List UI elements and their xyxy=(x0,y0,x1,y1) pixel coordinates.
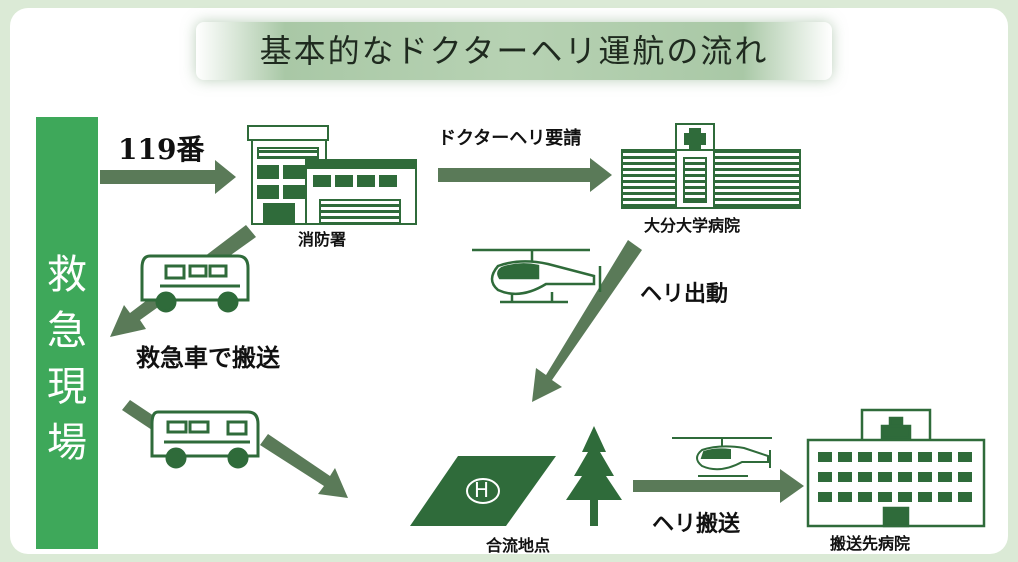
call-arrow xyxy=(100,160,236,194)
destination-hospital-icon xyxy=(806,408,986,528)
heli-transport-label: ヘリ搬送 xyxy=(652,511,741,537)
destination-hospital-label: 搬送先病院 xyxy=(830,534,911,553)
rendezvous-label: 合流地点 xyxy=(486,536,551,555)
university-hospital-label: 大分大学病院 xyxy=(644,216,741,235)
helipad-icon xyxy=(410,456,556,526)
dispatch-arrow xyxy=(532,240,642,402)
ambulance-icon xyxy=(140,254,250,313)
call-119-label: 119番 xyxy=(118,133,205,166)
fire-station-label: 消防署 xyxy=(298,230,347,249)
emergency-scene-bar xyxy=(36,117,98,549)
tree-icon xyxy=(566,426,622,526)
title-banner xyxy=(196,22,832,80)
request-label: ドクターヘリ要請 xyxy=(438,128,582,149)
dispatch-label: ヘリ出動 xyxy=(640,281,729,307)
helipad-h-symbol: H xyxy=(474,478,490,502)
request-arrow xyxy=(438,158,612,192)
scene-char-1: 救 xyxy=(47,252,87,298)
scene-char-2: 急 xyxy=(47,308,87,354)
ambulance-to-rendezvous-arrow xyxy=(122,400,348,498)
fire-station-icon xyxy=(247,125,417,225)
diagram-title: 基本的なドクターヘリ運航の流れ xyxy=(259,32,769,70)
heli-transport-arrow xyxy=(633,469,804,503)
ambulance-icon-lower xyxy=(150,410,260,469)
scene-char-3: 現 xyxy=(47,364,87,410)
scene-char-4: 場 xyxy=(47,420,87,466)
university-hospital-icon xyxy=(621,123,801,209)
helicopter-icon-lower xyxy=(672,437,772,477)
ambulance-transport-label: 救急車で搬送 xyxy=(136,343,280,372)
helicopter-icon xyxy=(472,248,602,304)
